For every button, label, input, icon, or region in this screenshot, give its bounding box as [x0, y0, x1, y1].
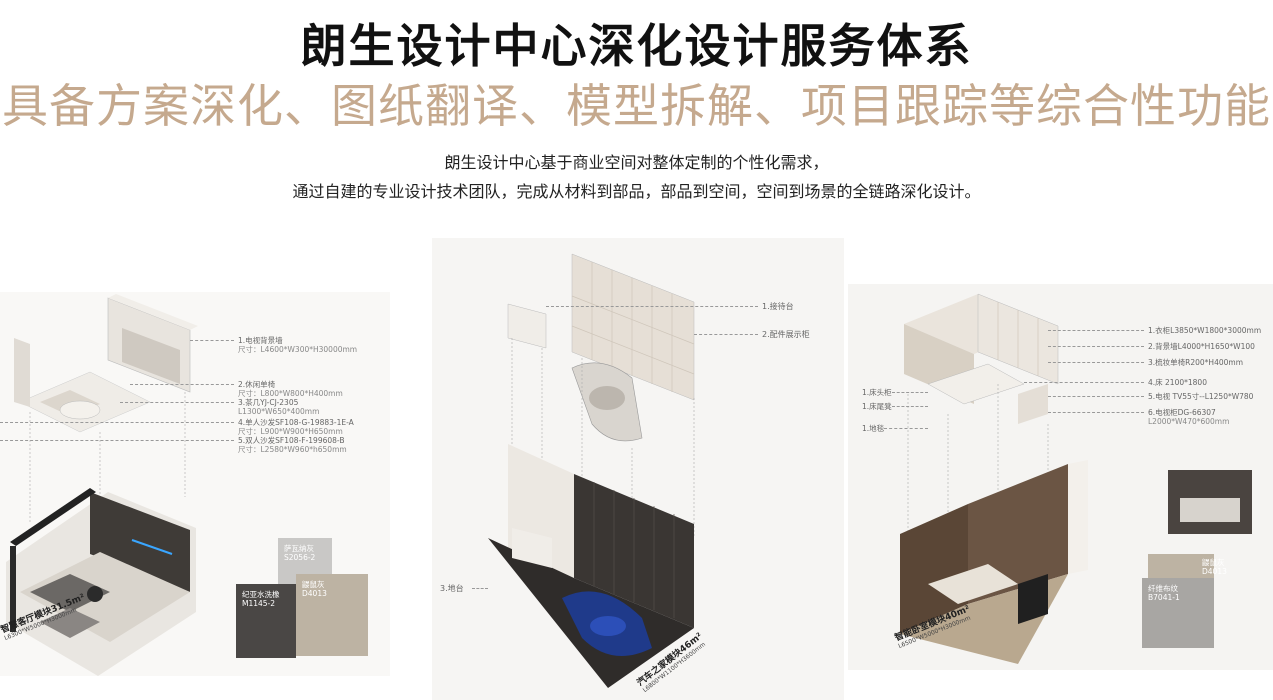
car-showroom-illustration [488, 253, 695, 688]
bedroom-label-l3: 1.地毯 [862, 424, 885, 433]
living-label-1: 1.电视背景墙 尺寸：L4600*W300*H30000mm [238, 336, 358, 354]
bedroom-label-r5: 5.电视 TV55寸--L1250*W780 [1148, 392, 1254, 401]
bedroom-illustration [900, 293, 1252, 664]
bedroom-label-r3: 3.梳妆单椅R200*H400mm [1148, 358, 1243, 367]
description: 朗生设计中心基于商业空间对整体定制的个性化需求， 通过自建的专业设计技术团队，完… [0, 148, 1273, 206]
swatch-savanna-grey: 萨瓦纳灰 S2056-2 [284, 544, 316, 562]
bedroom-label-r1: 1.衣柜L3850*W1800*3000mm [1148, 326, 1262, 335]
swatch-fiber-fabric: 纤维布纹 B7041-1 [1148, 584, 1180, 602]
living-label-5: 5.双人沙发SF108-F-199608-B 尺寸：L2580*W960*h65… [238, 436, 347, 454]
swatch-washed-oak: 纪亚水洗橡 M1145-2 [242, 590, 280, 608]
bedroom-label-l2: 1.床尾凳 [862, 402, 892, 411]
description-line-1: 朗生设计中心基于商业空间对整体定制的个性化需求， [444, 153, 829, 172]
page-title: 朗生设计中心深化设计服务体系 [300, 19, 973, 73]
living-label-3: 3.茶几YJ-CJ-2305 L1300*W650*400mm [238, 398, 320, 416]
car-showroom-panel: 1.接待台 2.配件展示柜 3.地台 汽车之家模块46m² L6800*W110… [432, 238, 844, 700]
bedroom-label-r4: 4.床 2100*1800 [1148, 378, 1207, 387]
bedroom-label-r6: 6.电视柜DG-66307 L2000*W470*600mm [1148, 408, 1230, 426]
living-label-4: 4.单人沙发SF108-G-19883-1E-A 尺寸：L900*W900*H6… [238, 418, 354, 436]
description-line-2: 通过自建的专业设计技术团队，完成从材料到部品，部品到空间，空间到场景的全链路深化… [292, 182, 981, 201]
swatch-mole-grey: 鼹鼠灰 D4013 [302, 580, 327, 598]
car-label-2: 2.配件展示柜 [762, 330, 810, 339]
page-subtitle: 具备方案深化、图纸翻译、模型拆解、项目跟踪等综合性功能 [2, 79, 1271, 133]
living-room-illustration [6, 294, 368, 676]
car-label-1: 1.接待台 [762, 302, 794, 311]
bedroom-label-l1: 1.床头柜 [862, 388, 892, 397]
living-label-2: 2.休闲单椅 尺寸：L800*W800*H400mm [238, 380, 343, 398]
bedroom-label-r2: 2.背景墙L4000*H1650*W100 [1148, 342, 1255, 351]
swatch-mole-grey-2: 鼹鼠灰 D4013 [1202, 558, 1227, 576]
living-room-panel: 1.电视背景墙 尺寸：L4600*W300*H30000mm 2.休闲单椅 尺寸… [0, 292, 390, 676]
car-label-3: 3.地台 [440, 584, 464, 593]
bedroom-panel: 1.衣柜L3850*W1800*3000mm 2.背景墙L4000*H1650*… [848, 284, 1273, 670]
